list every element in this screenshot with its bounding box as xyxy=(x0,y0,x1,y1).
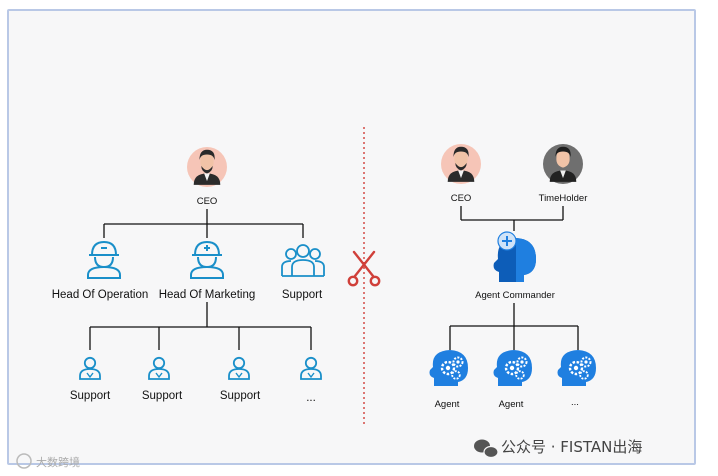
marketer-person-icon xyxy=(190,240,224,279)
agent-node: Agent xyxy=(492,348,534,410)
group-people-icon xyxy=(281,244,325,277)
support-node: ... xyxy=(300,356,322,404)
scissors-icon xyxy=(347,250,381,287)
agent-ellipsis-label: ... xyxy=(571,397,579,408)
head-of-marketing-node: Head Of Marketing xyxy=(159,240,256,301)
operator-person-icon xyxy=(87,240,121,279)
support-node: Support xyxy=(70,356,111,402)
support-node: Support xyxy=(142,356,183,402)
diagram-frame xyxy=(7,9,696,465)
support-group-node: Support xyxy=(281,244,325,301)
left-ceo-node: CEO xyxy=(187,147,227,207)
ai-head-gears-icon xyxy=(492,348,534,388)
support-ellipsis-label: ... xyxy=(306,392,316,404)
head-of-operation-node: Head Of Operation xyxy=(52,240,149,301)
support-person-icon xyxy=(79,356,101,380)
corner-watermark-text: 大数跨境 xyxy=(36,455,80,469)
watermark-corner: 大数跨境 xyxy=(16,453,80,469)
ai-head-plus-icon xyxy=(493,231,536,282)
ai-head-gears-icon xyxy=(556,348,598,388)
agent-label: Agent xyxy=(435,399,460,410)
agent-node: ... xyxy=(556,348,598,408)
timeholder-avatar-icon xyxy=(543,144,583,184)
head-of-operation-label: Head Of Operation xyxy=(52,289,149,301)
center-divider xyxy=(347,127,381,424)
support-person-icon xyxy=(300,356,322,380)
timeholder-label: TimeHolder xyxy=(539,193,588,204)
left-ceo-label: CEO xyxy=(197,196,218,207)
support-person-icon xyxy=(228,356,250,380)
support-person-icon xyxy=(148,356,170,380)
timeholder-node: TimeHolder xyxy=(539,144,588,204)
left-org-chart: CEO Head Of Operation Head Of xyxy=(52,147,325,404)
head-of-marketing-label: Head Of Marketing xyxy=(159,289,256,301)
right-org-chart: CEO TimeHolder xyxy=(428,144,598,410)
agent-commander-node: Agent Commander xyxy=(475,231,555,301)
ai-head-gears-icon xyxy=(428,348,470,388)
right-ceo-node: CEO xyxy=(441,144,481,204)
agent-node: Agent xyxy=(428,348,470,410)
ceo-avatar-icon xyxy=(187,147,227,187)
agent-label: Agent xyxy=(499,399,524,410)
support-group-label: Support xyxy=(282,289,323,301)
ceo-avatar-icon xyxy=(441,144,481,184)
support-label: Support xyxy=(220,390,261,402)
right-connectors xyxy=(449,206,579,350)
left-connectors xyxy=(89,209,312,350)
wechat-icon xyxy=(474,439,499,459)
support-label: Support xyxy=(70,390,111,402)
support-node: Support xyxy=(220,356,261,402)
watermark-main: 公众号 · FISTAN出海 xyxy=(474,438,642,459)
agent-commander-label: Agent Commander xyxy=(475,290,555,301)
watermark-text: 公众号 · FISTAN出海 xyxy=(501,438,642,456)
support-label: Support xyxy=(142,390,183,402)
right-ceo-label: CEO xyxy=(451,193,472,204)
